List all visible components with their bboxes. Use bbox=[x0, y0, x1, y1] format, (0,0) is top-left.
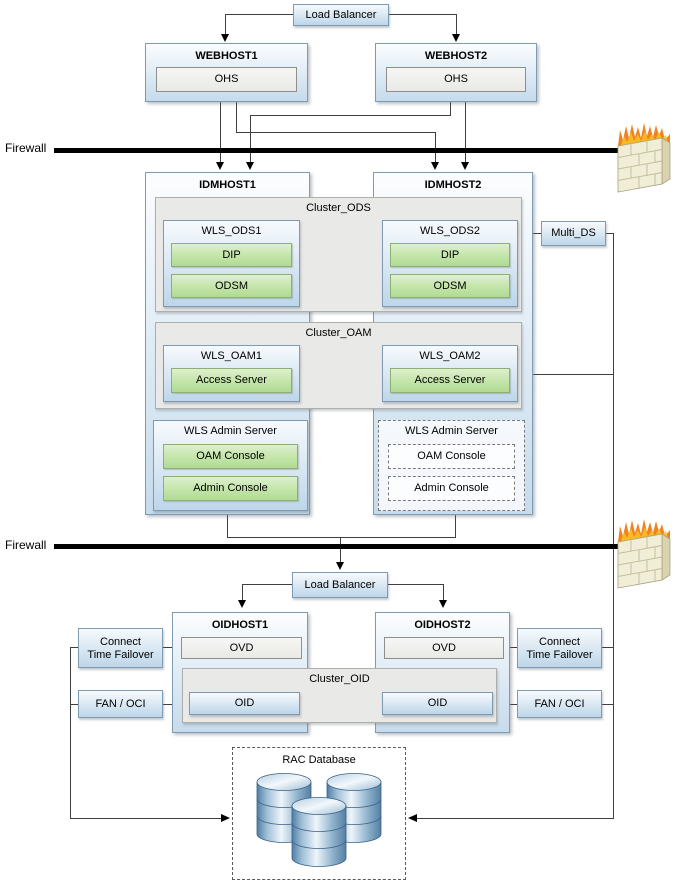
connector-line bbox=[163, 647, 172, 648]
connector-line bbox=[236, 132, 436, 133]
connector-line bbox=[455, 515, 456, 537]
arrowhead-down bbox=[431, 162, 439, 170]
ovd-box: OVD bbox=[181, 637, 302, 659]
connector-line bbox=[417, 818, 614, 819]
ohs-box: OHS bbox=[156, 67, 297, 92]
idmhost2-title: IDMHOST2 bbox=[424, 179, 482, 191]
oidhost1-title: OIDHOST1 bbox=[211, 619, 269, 631]
ohs-box: OHS bbox=[386, 67, 526, 92]
connector-line bbox=[163, 704, 172, 705]
oidhost2-title: OIDHOST2 bbox=[414, 619, 471, 631]
left-trunk-line bbox=[70, 647, 71, 818]
arrowhead-down bbox=[452, 34, 460, 42]
admin-console-box: Admin Console bbox=[163, 476, 298, 501]
connector-line bbox=[242, 584, 292, 585]
right-trunk-line bbox=[613, 233, 614, 818]
connector-line bbox=[388, 584, 443, 585]
connector-line bbox=[242, 584, 243, 600]
multi-ds-box: Multi_DS bbox=[541, 221, 606, 246]
dip-box: DIP bbox=[390, 243, 510, 267]
wls-ods1-title: WLS_ODS1 bbox=[201, 225, 262, 237]
rac-database-title: RAC Database bbox=[282, 754, 356, 766]
wls-admin-server2-title: WLS Admin Server bbox=[405, 425, 498, 437]
connector-line bbox=[510, 647, 517, 648]
connector-line bbox=[533, 233, 542, 234]
oid-box: OID bbox=[189, 692, 300, 715]
connect-label-line2: Time Failover bbox=[87, 649, 154, 661]
idmhost1-title: IDMHOST1 bbox=[199, 179, 256, 191]
connect-label-line2: Time Failover bbox=[526, 649, 593, 661]
connector-line bbox=[227, 537, 456, 538]
wls-admin-server1-title: WLS Admin Server bbox=[184, 425, 277, 437]
oid-box: OID bbox=[382, 692, 493, 715]
odsm-box: ODSM bbox=[171, 274, 292, 298]
arrowhead-down bbox=[221, 34, 229, 42]
fan-oci-right-box: FAN / OCI bbox=[517, 690, 602, 718]
arrowhead-down bbox=[216, 162, 224, 170]
firewall-label-lower: Firewall bbox=[2, 538, 50, 552]
cluster-ods-title: Cluster_ODS bbox=[306, 202, 371, 214]
connect-time-failover-left-box: Connect Time Failover bbox=[78, 628, 163, 668]
connector-line bbox=[236, 102, 237, 132]
admin-console-box: Admin Console bbox=[388, 476, 515, 501]
firewall-line-lower bbox=[54, 544, 618, 549]
connector-line bbox=[389, 14, 456, 15]
connector-line bbox=[250, 115, 451, 116]
connect-label-line1: Connect bbox=[100, 636, 141, 648]
connector-line bbox=[70, 818, 221, 819]
odsm-box: ODSM bbox=[390, 274, 510, 298]
cluster-oid-title: Cluster_OID bbox=[309, 673, 370, 685]
oam-console-box: OAM Console bbox=[388, 444, 515, 469]
load-balancer-top: Load Balancer bbox=[293, 4, 389, 26]
connector-line bbox=[250, 115, 251, 162]
connector-line bbox=[605, 233, 614, 234]
firewall-label-upper: Firewall bbox=[2, 141, 50, 155]
webhost1-title: WEBHOST1 bbox=[195, 50, 258, 62]
arrowhead-left bbox=[408, 814, 417, 822]
arrowhead-down bbox=[439, 600, 447, 608]
access-server-box: Access Server bbox=[390, 368, 510, 393]
connector-line bbox=[602, 647, 613, 648]
connector-line bbox=[227, 515, 228, 537]
cluster-oam-title: Cluster_OAM bbox=[305, 327, 372, 339]
connector-line bbox=[456, 14, 457, 35]
wls-ods2-title: WLS_ODS2 bbox=[420, 225, 480, 237]
connector-line bbox=[443, 584, 444, 600]
connect-time-failover-right-box: Connect Time Failover bbox=[517, 628, 602, 668]
database-cylinders-icon bbox=[256, 773, 382, 867]
wls-oam1-title: WLS_OAM1 bbox=[200, 350, 263, 362]
dip-box: DIP bbox=[171, 243, 292, 267]
connector-line bbox=[512, 374, 613, 375]
connector-line bbox=[450, 102, 451, 115]
ovd-box: OVD bbox=[384, 637, 504, 659]
connect-label-line1: Connect bbox=[539, 636, 580, 648]
connector-line bbox=[225, 14, 293, 15]
connector-line bbox=[510, 704, 517, 705]
connector-line bbox=[70, 704, 78, 705]
fan-oci-left-box: FAN / OCI bbox=[78, 690, 163, 718]
arrowhead-down bbox=[246, 162, 254, 170]
arrowhead-down bbox=[461, 162, 469, 170]
firewall-line-upper bbox=[54, 148, 618, 153]
connector-line bbox=[225, 14, 226, 35]
firewall-icon bbox=[617, 519, 671, 589]
webhost2-title: WEBHOST2 bbox=[424, 50, 488, 62]
arrowhead-down bbox=[238, 600, 246, 608]
load-balancer-mid: Load Balancer bbox=[292, 572, 388, 598]
arrowhead-right bbox=[221, 814, 230, 822]
arrowhead-down bbox=[336, 562, 344, 570]
oam-console-box: OAM Console bbox=[163, 444, 298, 469]
connector-line bbox=[340, 537, 341, 563]
connector-line bbox=[220, 102, 221, 162]
wls-oam2-title: WLS_OAM2 bbox=[419, 350, 481, 362]
access-server-box: Access Server bbox=[171, 368, 292, 393]
firewall-icon bbox=[617, 123, 671, 193]
connector-line bbox=[602, 704, 613, 705]
connector-line bbox=[465, 102, 466, 162]
connector-line bbox=[435, 132, 436, 162]
connector-line bbox=[70, 647, 78, 648]
